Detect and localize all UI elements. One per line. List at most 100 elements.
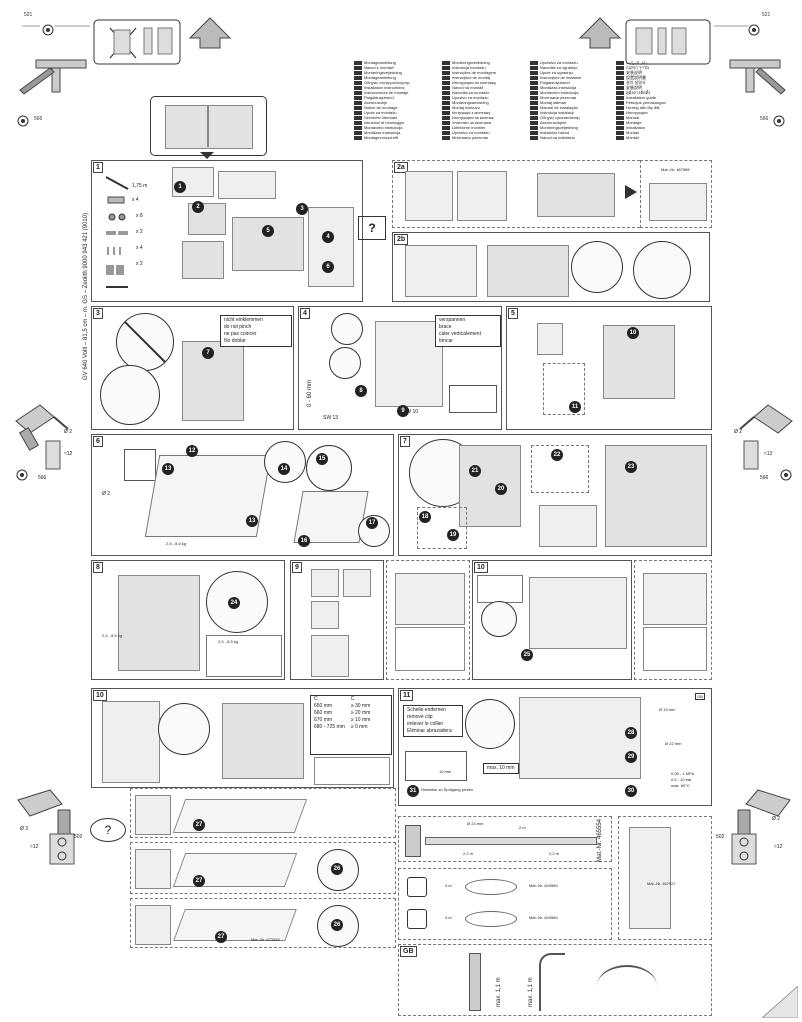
step-badge: 26 [331, 863, 343, 875]
drill-side-dim: 502 [716, 834, 725, 840]
panel-number: 10 [93, 690, 107, 701]
panel-4: 4 verspannen brace caler verticalement t… [298, 306, 502, 430]
legend-item: Instruções de montagem [442, 70, 528, 75]
step-badge: 12 [186, 445, 198, 457]
table-row: 670 mm≥ 10 mm [314, 717, 371, 723]
drill-icon [739, 404, 793, 481]
legend-item: Paigaldusjuhend [354, 95, 440, 100]
step-badge: 14 [278, 463, 290, 475]
panel-number: 3 [93, 308, 103, 319]
legend-item: 安装说明 [616, 70, 692, 75]
legend-item: Инструкция [616, 110, 692, 115]
kit-mat-number: Mat.-Nr. 467927 [647, 881, 676, 886]
step-badge: 23 [625, 461, 637, 473]
step-badge: 15 [316, 453, 328, 465]
legend-item: Instrucţiuni de instalare [530, 75, 610, 80]
center-top-cabinet-callout [150, 96, 267, 156]
gb-max-height-2: max. 1,1 m [528, 977, 534, 1007]
part-qty: x 4 [136, 245, 143, 251]
legend-item: Montāžas instrukcija [530, 85, 610, 90]
panel-gb: GB max. 1,1 m max. 1,1 m [398, 944, 712, 1016]
right-screw-hole-icon [773, 115, 785, 127]
panel-10: 10 25 [472, 560, 632, 680]
legend-item: Návod k montáži [354, 65, 440, 70]
legend-column-4: دليل التركيب מדריך התקנה 安装说明 設置説明書 설치 설… [616, 60, 692, 140]
question-oval: ? [90, 818, 126, 842]
warning-box: nicht einklemmen do not pinch ne pas coi… [220, 315, 292, 347]
drill-icon [731, 789, 791, 865]
panel-number: 8 [93, 562, 103, 573]
step-badge: 1 [174, 181, 186, 193]
cabinet-front [165, 105, 253, 149]
legend-item: מדריך התקנה [616, 65, 692, 70]
legend-item: Instalační návod [530, 130, 610, 135]
panel-7: 7 20 21 18 19 22 23 [398, 434, 712, 556]
drill-depth: ≈12 [30, 844, 39, 850]
legend-item: Hướng dẫn lắp đặt [616, 105, 692, 110]
part-qty: x 2 [136, 261, 143, 267]
legend-item: Montaż [616, 130, 692, 135]
drill-left: Ø 2 ≈12 566 [10, 395, 80, 485]
step-badge: 18 [419, 511, 431, 523]
legend-item: Montavimo instrukcija [354, 125, 440, 130]
legend-item: Návod na montáž [442, 85, 528, 90]
legend-item: Instrucţiuni de montaj [442, 75, 528, 80]
step-badge: 21 [469, 465, 481, 477]
step-badge: 22 [551, 449, 563, 461]
drill-side-dim: 502 [74, 834, 83, 840]
legend-item: Notice de montage [354, 105, 440, 110]
panel-number: GB [400, 946, 417, 957]
step-badge: 8 [355, 385, 367, 397]
part-qty: x 4 [132, 197, 139, 203]
drill-icon [15, 404, 69, 481]
legend-item: Monteringsvejledning [530, 125, 610, 130]
order-number: Mat.-Nr. 467586 [661, 167, 690, 172]
step-badge: 13 [246, 515, 258, 527]
wrench-size-13: SW 13 [323, 415, 339, 421]
door-weight: 2,5 - 8,5 kg [102, 633, 123, 638]
panel-6: 6 Ø 2 12 13 13 14 15 16 17 2,5 - 8,5 kg [91, 434, 394, 556]
panel-number: 5 [508, 308, 518, 319]
step-badge: 6 [322, 261, 334, 273]
option-mat-number: Mat.-Nr. 673453 [251, 937, 280, 942]
spring-weight: 2,5 - 8,5 kg [218, 639, 239, 644]
top-left-dimension: 521 [24, 12, 33, 18]
step-badge: 17 [366, 517, 378, 529]
no-pinch-icon [124, 321, 166, 363]
panel-10-right-variant [634, 560, 712, 680]
panel-3: 3 7 nicht einklemmen do not pinch ne pas… [91, 306, 294, 430]
hose-length-1: 2 m [519, 825, 526, 830]
legend-item: Instrukcja montażu [442, 65, 528, 70]
language-legend: Montageanleitung Návod k montáži Monteri… [354, 60, 694, 150]
drill-diameter: Ø 3 [20, 826, 29, 832]
legend-item: Asennusohje [354, 100, 440, 105]
step-badge: 27 [193, 819, 205, 831]
part-qty: x 8 [136, 213, 143, 219]
wrench-size-10: SW 10 [403, 409, 419, 415]
step-badge: 19 [447, 529, 459, 541]
step-badge: 4 [322, 231, 334, 243]
legend-item: Montagevoorschrift [354, 135, 440, 140]
step-badge: 13 [162, 463, 174, 475]
step-badge: 26 [331, 919, 343, 931]
legend-item: Οδηγίες εγκατάστασης [530, 115, 610, 120]
step-badge: 5 [262, 225, 274, 237]
legend-item: 설치 설명서 [616, 80, 692, 85]
legend-item: Návod na inštaláciu [530, 135, 610, 140]
legend-item: Udhëzime montimi [442, 125, 528, 130]
legend-item: Οδηγίες συναρμολόγησης [354, 80, 440, 85]
legend-item: Uputstvo za montažu [442, 130, 528, 135]
legend-item: Instrukcja instalacji [530, 110, 610, 115]
legend-item: Instrucciones de montaje [354, 90, 440, 95]
legend-item: Montageanleitung [354, 75, 440, 80]
panel-number: 4 [300, 308, 310, 319]
step-badge: 20 [495, 483, 507, 495]
step-badge: 27 [215, 931, 227, 943]
panel-12-hoses: Ø 24 mm 2 m 2,2 m 2,2 m [398, 816, 612, 862]
panel-number: 2b [394, 234, 409, 245]
legend-item: Montáž [616, 135, 692, 140]
gb-marker: GB [695, 693, 705, 700]
gb-max-height-1: max. 1,1 m [496, 977, 502, 1007]
hose-length-3: 2,2 m [549, 851, 560, 856]
